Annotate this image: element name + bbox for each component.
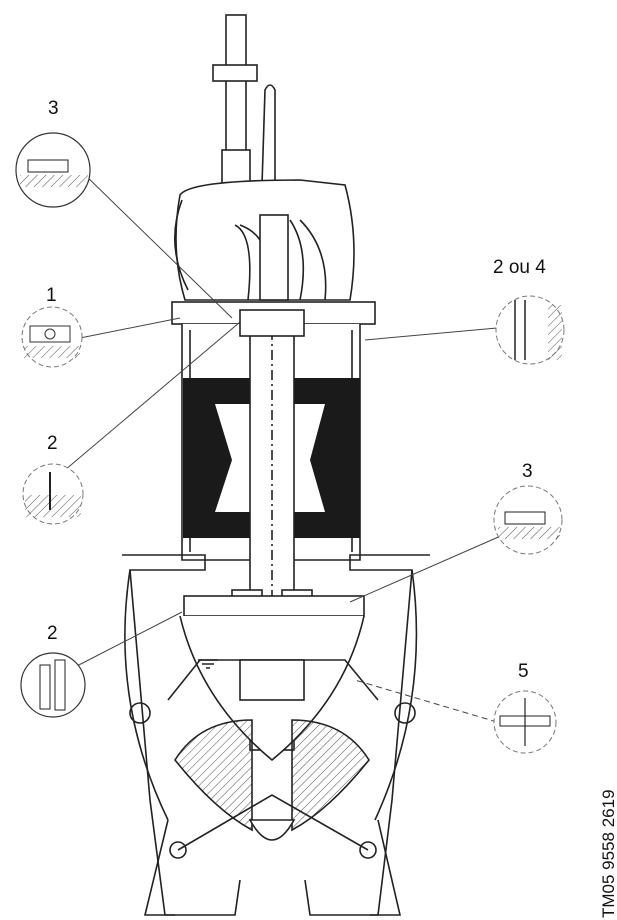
detail-bubble-5 — [493, 690, 557, 754]
detail-bubble-3-top — [15, 132, 91, 208]
detail-bubble-1 — [21, 306, 83, 368]
callout-label-1: 1 — [46, 285, 57, 306]
callout-label-5: 5 — [518, 661, 529, 682]
detail-bubble-2-upper — [22, 463, 84, 525]
callout-label-2-ou-4: 2 ou 4 — [493, 257, 546, 278]
detail-bubble-3-right — [493, 485, 563, 555]
callout-label-2-lower: 2 — [47, 623, 58, 644]
drawing-reference-number: TM05 9558 2619 — [599, 789, 617, 918]
detail-bubble-2-lower — [20, 652, 86, 718]
detail-bubble-2ou4 — [495, 295, 565, 365]
callout-label-3-top: 3 — [48, 98, 59, 119]
callout-label-2-upper: 2 — [47, 433, 58, 454]
pump-body — [122, 14, 430, 916]
callout-label-3-right: 3 — [522, 461, 533, 482]
leader-lines — [64, 171, 504, 723]
